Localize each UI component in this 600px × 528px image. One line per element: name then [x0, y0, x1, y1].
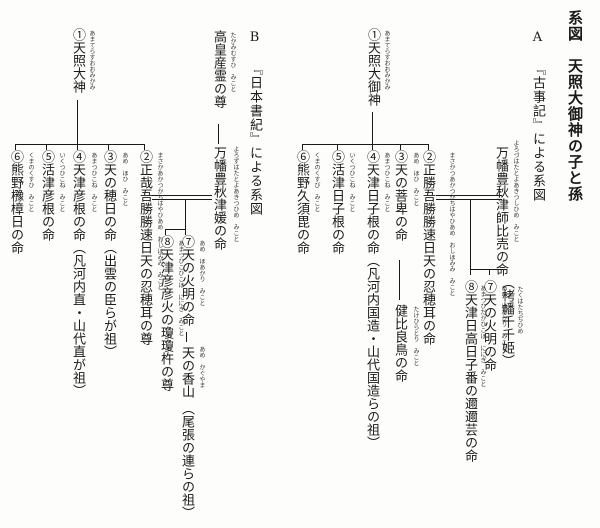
- a-gc-bar: [470, 269, 506, 270]
- a-hohi-child-reading: たけひらとり みこと: [412, 306, 419, 366]
- b-marriage-line-2: [152, 199, 212, 200]
- a-drop-3: [400, 144, 401, 150]
- b-drop-4: [77, 144, 78, 150]
- a-root-reading: あまてらすおおみかみ: [383, 30, 390, 90]
- a-child-3-reading: あめ ほひ みこと: [412, 152, 419, 206]
- b-gc-7: ⑦天の火明の命: [179, 235, 194, 326]
- b-sf-line: [218, 124, 219, 144]
- a-hohi-child: 健比良鳥の命: [392, 304, 407, 382]
- section-a-heading: A 『古事記』による系図: [530, 30, 545, 202]
- a-drop-6: [302, 144, 303, 150]
- b-children-bar: [15, 144, 145, 145]
- b-child-2-reading: まさかあかつかちはやひあめ おしほみみ みこと: [156, 152, 163, 290]
- a-gc-drop-8: [470, 269, 471, 275]
- a-note-reading: たくはたちぢひめ: [516, 286, 523, 334]
- a-child-5: ⑤活津日子根の命: [329, 150, 344, 254]
- b-child-3: ③天の穂日の命（出雲の臣らが祖）: [101, 150, 116, 358]
- b-drop-3: [108, 144, 109, 150]
- a-marriage-line-2: [436, 199, 502, 200]
- b-root-line: [77, 100, 78, 144]
- a-hohi-line: [399, 260, 400, 300]
- b-spouse-father: 高皇産霊の尊: [211, 30, 226, 108]
- a-gc-7-reading: あめ ほあかり みこと: [500, 285, 507, 351]
- a-root-line: [372, 112, 373, 144]
- a-marriage-line-1: [436, 195, 502, 196]
- b-gc-7-reading: あめ ほあかり みこと: [198, 240, 205, 306]
- b-child-4-reading: あまつひこね みこと: [90, 152, 97, 212]
- a-drop-4: [372, 144, 373, 150]
- a-gc-8-reading: あまつひだかひこほ ににぎ みこと: [479, 285, 486, 387]
- b-gc-8: ⑧天津彦彦火の瓊瓊杵の尊: [158, 235, 173, 391]
- a-child-6: ⑥熊野久須毘の命: [294, 150, 309, 254]
- b-drop-5: [46, 144, 47, 150]
- b-spouse: 万幡豊秋津媛の命: [211, 146, 226, 250]
- b-gc-line: [185, 199, 186, 229]
- b-kaguyama-note: （尾張の連らの祖）: [179, 402, 194, 519]
- a-note: （栲幡千千姫）: [499, 276, 514, 367]
- a-gc-8: ⑧天津日高日子番の邇邇芸の命: [462, 280, 477, 462]
- a-drop-2: [428, 144, 429, 150]
- b-marriage-line-1: [152, 195, 212, 196]
- a-spouse-label: 万幡豊秋津師比売の命: [493, 146, 508, 276]
- b-gc-drop-7: [185, 229, 186, 235]
- a-child-6-reading: くまのくすび みこと: [313, 152, 320, 212]
- a-child-5-reading: いくつひこね みこと: [348, 152, 355, 212]
- a-spouse-reading: よろづはたとよあきつしひめ みこと: [512, 140, 519, 242]
- b-spouse-reading: よろずはたとよあきつひめ みこと: [232, 146, 239, 242]
- b-child-5-reading: いくつひこね みこと: [58, 152, 65, 212]
- a-root-label: ①天照大御神: [365, 28, 380, 106]
- a-child-2-reading: まさかつあかつかちはやひあめ おしほみみ みこと: [448, 152, 455, 296]
- a-child-3: ③天の菩卑の命: [392, 150, 407, 241]
- a-drop-5: [337, 144, 338, 150]
- b-child-6-reading: くまのくすひ みこと: [27, 152, 34, 212]
- b-child-4: ④天津彦根の命（凡河内直・山代直が祖）: [70, 150, 85, 397]
- b-kaguyama: 天の香山: [179, 346, 194, 398]
- a-gc-drop-7: [489, 269, 490, 275]
- a-child-2: ②正勝吾勝勝速日天の忍穂耳の命: [420, 150, 435, 345]
- a-gc-7: ⑦天の火明の命: [481, 280, 496, 371]
- a-child-4: ④天津日子根の命（凡河内国造・山代国造らの祖）: [364, 150, 379, 449]
- b-drop-6: [15, 144, 16, 150]
- b-spouse-father-reading: たかみむすひ みこと: [229, 32, 236, 92]
- b-kaguyama-reading: あめ かぐやま: [198, 346, 205, 388]
- b-child-6: ⑥熊野櫲樟日の命: [8, 150, 23, 254]
- b-kaguyama-line: [186, 332, 187, 342]
- b-root-label: ①天照大神: [70, 28, 85, 93]
- b-gc-drop-8: [165, 229, 166, 235]
- b-child-5: ⑤活津彦根の命: [39, 150, 54, 241]
- section-b-heading: B 『日本書紀』による系図: [247, 30, 262, 216]
- b-gc-8-reading: あまつひこひこほ ににぎ みこと: [177, 240, 184, 336]
- b-child-2: ②正哉吾勝勝速日天の忍穂耳の尊: [137, 150, 152, 345]
- b-gc-bar: [165, 229, 186, 230]
- a-gc-line: [470, 199, 471, 269]
- a-child-4-reading: あまつひこね みこと: [383, 152, 390, 212]
- a-children-bar: [302, 144, 429, 145]
- page-title: 系図 天照大御神の子と孫: [566, 10, 584, 202]
- b-drop-2: [144, 144, 145, 150]
- b-root-reading: あまてらすおおみかみ: [88, 30, 95, 90]
- b-child-3-reading: あめ ほひ みこと: [121, 152, 128, 206]
